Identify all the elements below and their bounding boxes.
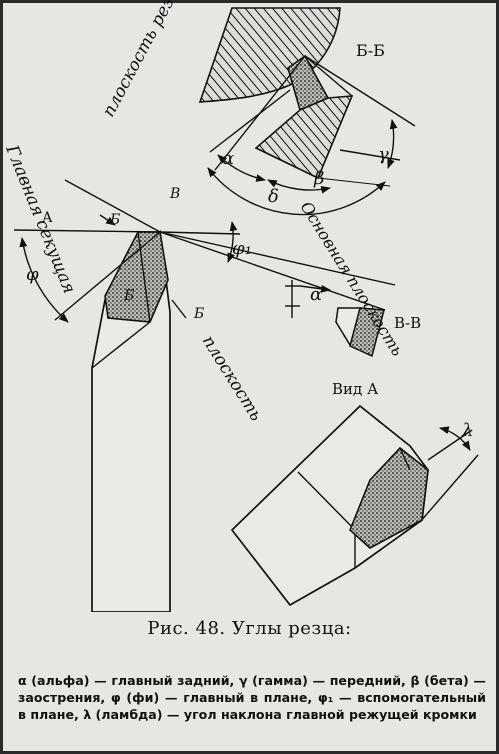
section-bb-tool: [254, 54, 354, 180]
label-section-bb: Б-Б: [356, 41, 385, 60]
workpiece-section: [198, 7, 341, 103]
angle-phi: φ: [26, 264, 39, 285]
figure-caption: Рис. 48. Углы резца:: [147, 618, 352, 639]
label-plane-cut-1: плоскость резания: [99, 0, 199, 120]
label-plane: плоскость: [198, 332, 266, 425]
angle-lambda: λ: [461, 420, 473, 441]
section-vv-tool: [285, 280, 385, 358]
label-section-vv: В-В: [394, 314, 421, 332]
angle-gamma: γ: [378, 144, 389, 165]
label-view-a: Вид А: [332, 380, 379, 398]
figure-legend: α (альфа) — главный задний, γ (гамма) — …: [18, 673, 486, 722]
label-b-top: Б: [109, 212, 120, 228]
plan-view-lines: [13, 179, 396, 323]
angle-phi1: φ₁: [232, 238, 252, 259]
label-v: В: [169, 186, 180, 202]
label-b-on-tool: Б: [123, 288, 134, 304]
angle-alpha: α: [222, 148, 234, 169]
label-a: А: [42, 210, 53, 226]
cutting-tool-angles-diagram: плоскость резания Б-Б Главная секущая Ос…: [1, 0, 479, 612]
section-bb-angle-lines: [207, 55, 416, 216]
label-main-secant: Главная секущая: [1, 141, 79, 296]
angle-delta: δ: [268, 186, 279, 207]
plan-view-tool: [91, 229, 171, 612]
angle-beta: β: [313, 168, 324, 189]
label-b-bottom: Б: [193, 306, 204, 322]
view-a-tool: [230, 404, 479, 607]
angle-alpha-vv: α: [310, 284, 322, 305]
